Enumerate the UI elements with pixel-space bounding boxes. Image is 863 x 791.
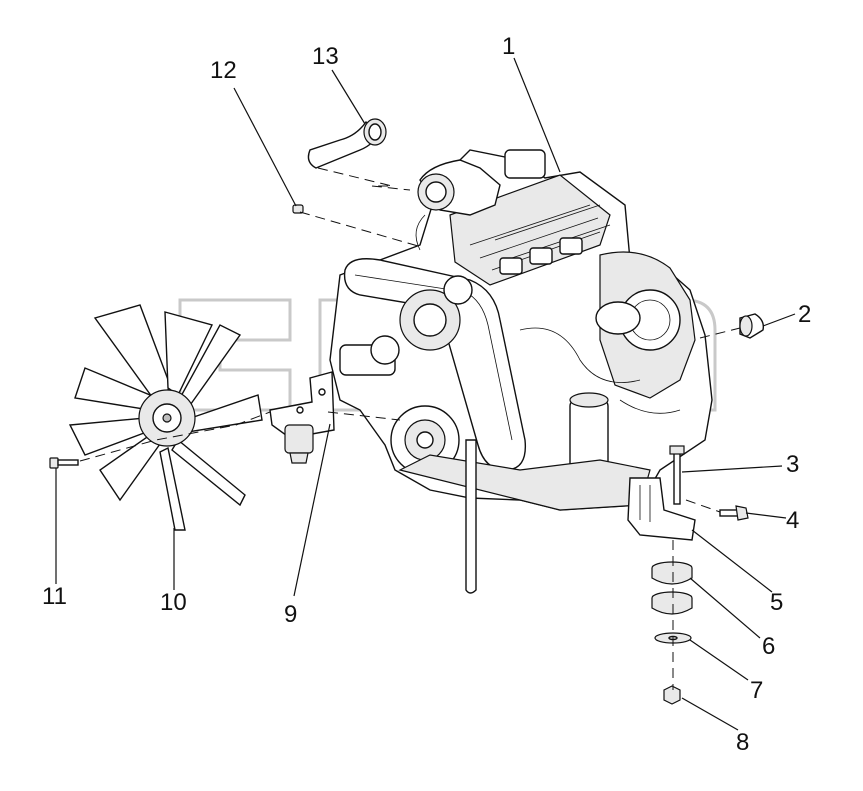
leader-lines [55,57,796,731]
cooling-fan [68,304,263,531]
callout-9: 9 [284,601,297,628]
rubber-mount-upper [651,561,693,585]
callout-8: 8 [736,729,749,756]
callout-2: 2 [798,301,811,328]
mount-stud [669,445,685,505]
nut [663,685,681,705]
callout-12: 12 [210,57,237,84]
callout-5: 5 [770,589,783,616]
rubber-mount-lower [651,591,693,615]
callout-7: 7 [750,677,763,704]
cap [739,313,765,339]
bolt [719,505,749,521]
rear-bracket [627,477,696,541]
fan-bolt [49,457,79,469]
callout-3: 3 [786,451,799,478]
callout-labels: 1 2 3 4 5 6 7 8 9 10 11 12 13 [42,33,811,756]
callout-1: 1 [502,33,515,60]
callout-6: 6 [762,633,775,660]
callout-10: 10 [160,589,187,616]
assembly-lines [79,167,741,690]
callout-4: 4 [786,507,799,534]
engine-assembly [329,149,713,594]
callout-13: 13 [312,43,339,70]
callout-11: 11 [42,583,67,610]
front-mount-bracket [269,371,335,464]
intake-hose [307,118,387,169]
hose-clamp [292,204,304,214]
